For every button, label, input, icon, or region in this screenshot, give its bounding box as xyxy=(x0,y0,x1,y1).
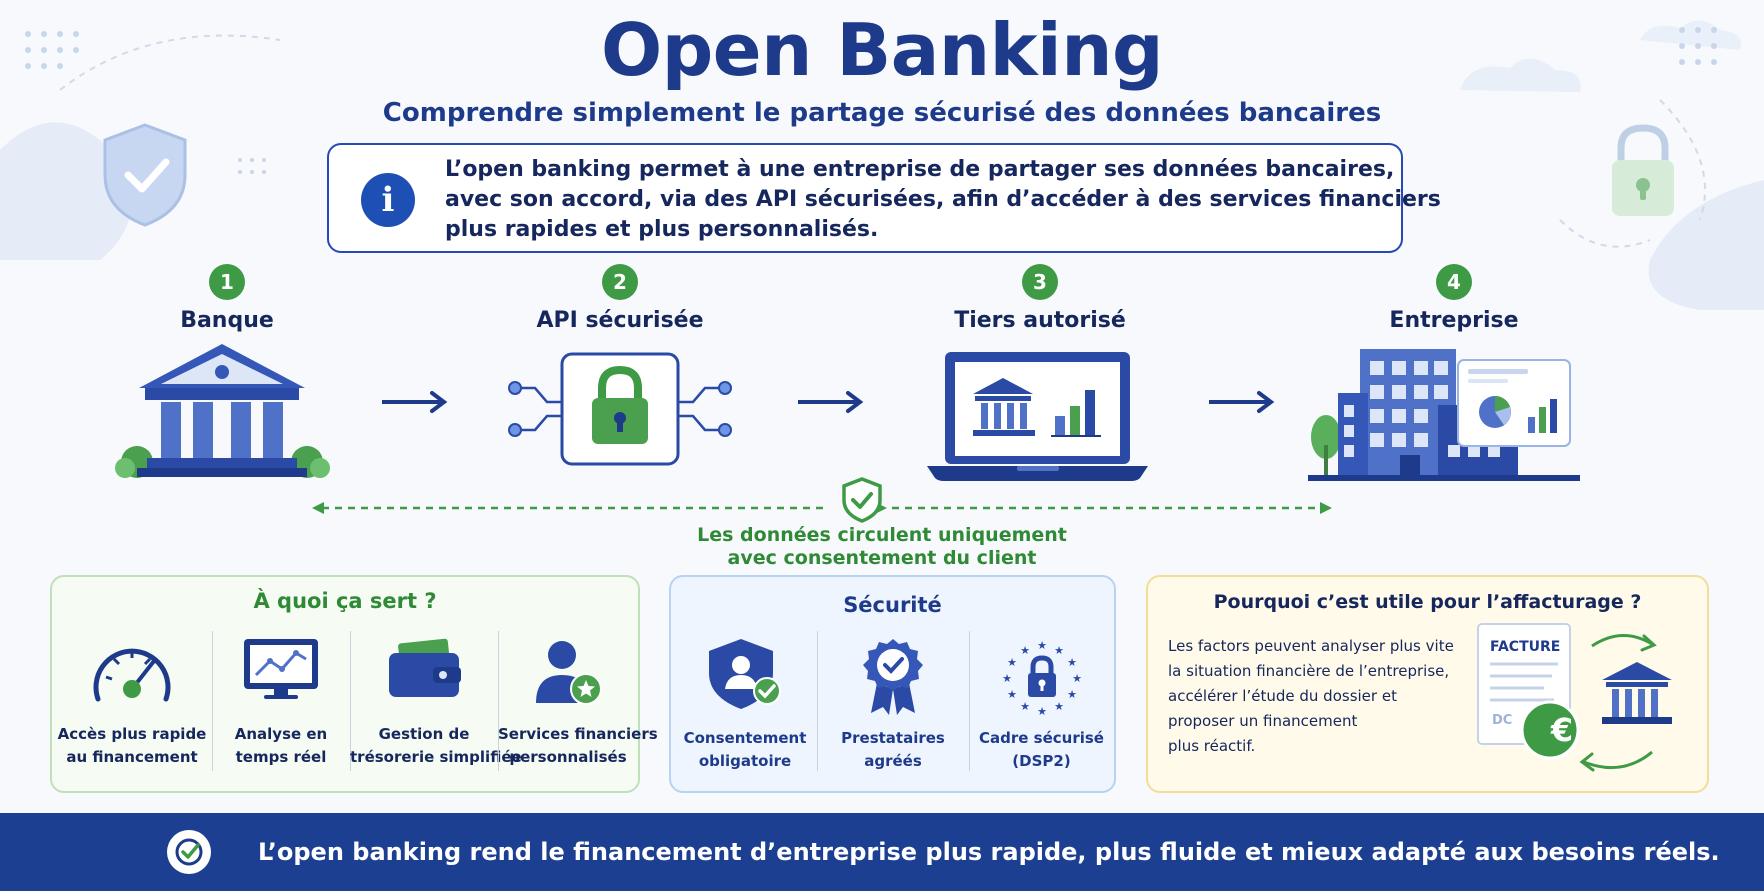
certified-badge-icon xyxy=(863,639,923,715)
usage-item-label: Services financiers personnalisés xyxy=(498,725,658,766)
info-box: i L’open banking permet à une entreprise… xyxy=(327,143,1441,253)
svg-text:★: ★ xyxy=(1007,656,1017,669)
step-label-company: Entreprise xyxy=(1389,308,1519,333)
usage-item-personalized-services: Services financiers personnalisés xyxy=(498,627,658,777)
security-item-dsp2: ★★★ ★★★ ★★★ ★★★ Cadre sécurisé (DSP2) xyxy=(969,627,1114,777)
step-number: 1 xyxy=(209,264,245,300)
invoice-financing-illustration xyxy=(1477,623,1672,772)
wallet-icon xyxy=(389,638,461,697)
decorative-shield-icon xyxy=(103,123,187,227)
svg-text:★: ★ xyxy=(1072,672,1082,685)
factoring-description: Les factors peuvent analyser plus vite l… xyxy=(1168,634,1468,759)
usage-item-label: Analyse en temps réel xyxy=(234,725,328,766)
factoring-line: Les factors peuvent analyser plus vite xyxy=(1168,637,1454,655)
invoice-code: DC xyxy=(1492,713,1513,728)
divider xyxy=(350,631,351,771)
step-number: 2 xyxy=(602,264,638,300)
laptop-dashboard-icon xyxy=(927,352,1148,481)
decorative-padlock-icon xyxy=(1612,124,1674,216)
security-item-consent: Consentement obligatoire xyxy=(671,627,819,777)
factoring-line: plus réactif. xyxy=(1168,737,1256,755)
svg-text:★: ★ xyxy=(1037,705,1047,717)
info-description: L’open banking permet à une entreprise d… xyxy=(445,155,1441,245)
svg-text:★: ★ xyxy=(1007,688,1017,701)
page-title: Open Banking xyxy=(601,8,1163,92)
info-line: avec son accord, via des API sécurisées,… xyxy=(445,187,1441,212)
svg-text:★: ★ xyxy=(1054,700,1064,713)
usage-item-fast-access: Accès plus rapide au financement xyxy=(52,627,212,777)
factoring-line: accélérer l’étude du dossier et xyxy=(1168,687,1397,705)
shield-check-icon xyxy=(842,477,882,523)
info-line: L’open banking permet à une entreprise d… xyxy=(445,157,1395,182)
check-badge-icon xyxy=(167,830,211,874)
security-item-certified: Prestataires agréés xyxy=(817,627,969,777)
usage-item-label: Gestion de trésorerie simplifiée xyxy=(350,725,522,766)
invoice-label: FACTURE xyxy=(1490,639,1561,655)
factoring-line: proposer un financement xyxy=(1168,712,1358,730)
security-item-label: Prestataires agréés xyxy=(841,729,945,770)
speedometer-icon xyxy=(93,648,171,702)
usage-item-realtime-analysis: Analyse en temps réel xyxy=(212,627,350,777)
company-building-icon xyxy=(1308,349,1580,481)
footer-message: L’open banking rend le financement d’ent… xyxy=(258,838,1720,866)
svg-text:★: ★ xyxy=(1002,672,1012,685)
factoring-panel: Pourquoi c’est utile pour l’affacturage … xyxy=(1146,575,1709,793)
svg-text:★: ★ xyxy=(1067,656,1077,669)
info-line: plus rapides et plus personnalisés. xyxy=(445,217,879,242)
footer-banner: L’open banking rend le financement d’ent… xyxy=(0,813,1764,891)
step-label-third-party: Tiers autorisé xyxy=(954,308,1126,333)
step-number: 4 xyxy=(1436,264,1472,300)
svg-text:★: ★ xyxy=(1020,700,1030,713)
step-number: 3 xyxy=(1022,264,1058,300)
consent-flow-line xyxy=(312,502,1332,514)
euro-coin-icon: € xyxy=(1550,711,1574,749)
svg-text:★: ★ xyxy=(1020,644,1030,657)
info-icon: i xyxy=(361,173,415,227)
secure-api-lock-icon xyxy=(508,352,732,466)
page-subtitle: Comprendre simplement le partage sécuris… xyxy=(382,98,1382,128)
shield-user-icon xyxy=(709,639,781,709)
flow-arrow-icon xyxy=(1209,391,1275,413)
eu-lock-icon: ★★★ ★★★ ★★★ ★★★ xyxy=(1002,639,1082,717)
flow-arrow-icon xyxy=(798,391,864,413)
security-panel: Sécurité Consentement obligatoire Presta… xyxy=(669,575,1116,793)
flow-arrow-icon xyxy=(382,391,448,413)
factoring-panel-title: Pourquoi c’est utile pour l’affacturage … xyxy=(1213,591,1642,613)
step-label-bank: Banque xyxy=(180,308,274,333)
usage-panel-title: À quoi ça sert ? xyxy=(253,589,437,613)
consent-line: Les données circulent uniquement xyxy=(697,524,1067,546)
usage-panel: À quoi ça sert ? Accès plus rapide au fi… xyxy=(50,575,658,793)
svg-text:★: ★ xyxy=(1037,639,1047,652)
security-panel-title: Sécurité xyxy=(843,593,942,617)
divider xyxy=(498,631,499,771)
svg-text:★: ★ xyxy=(1054,644,1064,657)
divider xyxy=(817,631,818,771)
divider xyxy=(212,631,213,771)
user-star-icon xyxy=(536,641,602,705)
bank-icon xyxy=(115,344,330,478)
consent-line: avec consentement du client xyxy=(727,547,1037,569)
security-item-label: Consentement obligatoire xyxy=(683,729,807,770)
svg-text:★: ★ xyxy=(1067,688,1077,701)
step-label-api: API sécurisée xyxy=(536,308,704,333)
divider xyxy=(969,631,970,771)
monitor-chart-icon xyxy=(244,639,318,699)
usage-item-label: Accès plus rapide au financement xyxy=(57,725,207,766)
usage-item-treasury: Gestion de trésorerie simplifiée xyxy=(350,627,522,777)
consent-message: Les données circulent uniquement avec co… xyxy=(582,524,1182,570)
factoring-line: la situation financière de l’entreprise, xyxy=(1168,662,1450,680)
security-item-label: Cadre sécurisé (DSP2) xyxy=(979,729,1104,770)
